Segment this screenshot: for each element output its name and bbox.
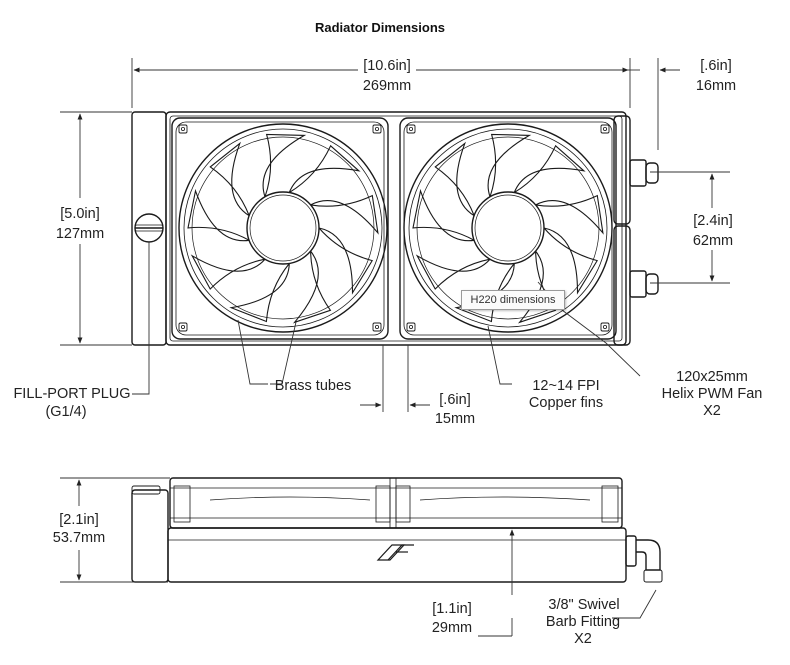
fans (171, 117, 617, 340)
side-view (131, 477, 663, 583)
fan-blade (517, 249, 557, 324)
fins-label-line2: Copper fins (529, 395, 603, 411)
fan-blade (434, 141, 476, 218)
fan-gap-in-label: [.6in] (439, 392, 470, 408)
fan-blade (262, 133, 307, 199)
top-view (131, 111, 659, 346)
fan-blade (412, 188, 476, 242)
fill-port-plug (134, 213, 164, 243)
fan-label-line1: 120x25mm (676, 369, 748, 385)
brass-tubes-label: Brass tubes (275, 378, 352, 394)
drawing-title: Radiator Dimensions (314, 20, 446, 35)
fan-label-line3: X2 (703, 403, 721, 419)
core-in-label: [1.1in] (432, 601, 472, 617)
fitting-offset-mm-label: 16mm (696, 78, 736, 94)
fitting-upper (629, 159, 659, 187)
fan-label-line2: Helix PWM Fan (662, 386, 763, 402)
fill-port-label-line2: (G1/4) (45, 404, 86, 420)
fan-blade (308, 194, 379, 235)
port-spacing-mm-label: 62mm (693, 233, 733, 249)
fan-blade (190, 254, 267, 290)
port-spacing-in-label: [2.4in] (693, 213, 733, 229)
thickness-mm-label: 53.7mm (53, 530, 105, 546)
fan-blade (513, 144, 586, 194)
side-dimensions (60, 477, 657, 637)
height-mm-label: 127mm (56, 226, 104, 242)
fan-blade (209, 141, 251, 218)
top-labels: [10.6in] 269mm [.6in] 16mm [5.0in] 127mm… (13, 58, 762, 427)
fitting-offset-in-label: [.6in] (700, 58, 731, 74)
side-end-tank (131, 489, 169, 583)
fan-blade (288, 144, 361, 194)
fan-blade (542, 227, 599, 295)
fitting-label-line2: Barb Fitting (546, 614, 620, 630)
fins-label-line1: 12~14 FPI (532, 378, 599, 394)
width-in-label: [10.6in] (363, 58, 411, 74)
fitting-label-line1: 3/8" Swivel (548, 597, 619, 613)
side-fitting (625, 535, 663, 583)
top-dimensions (60, 58, 730, 412)
fan-blade (415, 254, 492, 290)
top-leaders (132, 242, 641, 395)
thickness-in-label: [2.1in] (59, 512, 99, 528)
fan-blade (187, 188, 251, 242)
side-core (167, 527, 627, 583)
tooltip: H220 dimensions (461, 290, 565, 310)
fitting-label-line3: X2 (574, 631, 592, 647)
fill-port-label-line1: FILL-PORT PLUG (13, 386, 130, 402)
side-labels: [2.1in] 53.7mm [1.1in] 29mm 3/8" Swivel … (53, 512, 620, 647)
height-in-label: [5.0in] (60, 206, 100, 222)
fan-gap-mm-label: 15mm (435, 411, 475, 427)
fan-1 (171, 117, 389, 340)
width-mm-label: 269mm (363, 78, 411, 94)
radiator-body (165, 111, 627, 346)
fan-blade (317, 227, 374, 295)
brand-logo (376, 544, 414, 561)
fan-blade (292, 249, 332, 324)
fan-blade (487, 133, 532, 199)
fitting-lower (629, 270, 659, 298)
fan-blade (454, 261, 515, 323)
fan-blade (533, 194, 604, 235)
fan-blade (229, 261, 290, 323)
core-mm-label: 29mm (432, 620, 472, 636)
fan-2 (399, 117, 617, 340)
